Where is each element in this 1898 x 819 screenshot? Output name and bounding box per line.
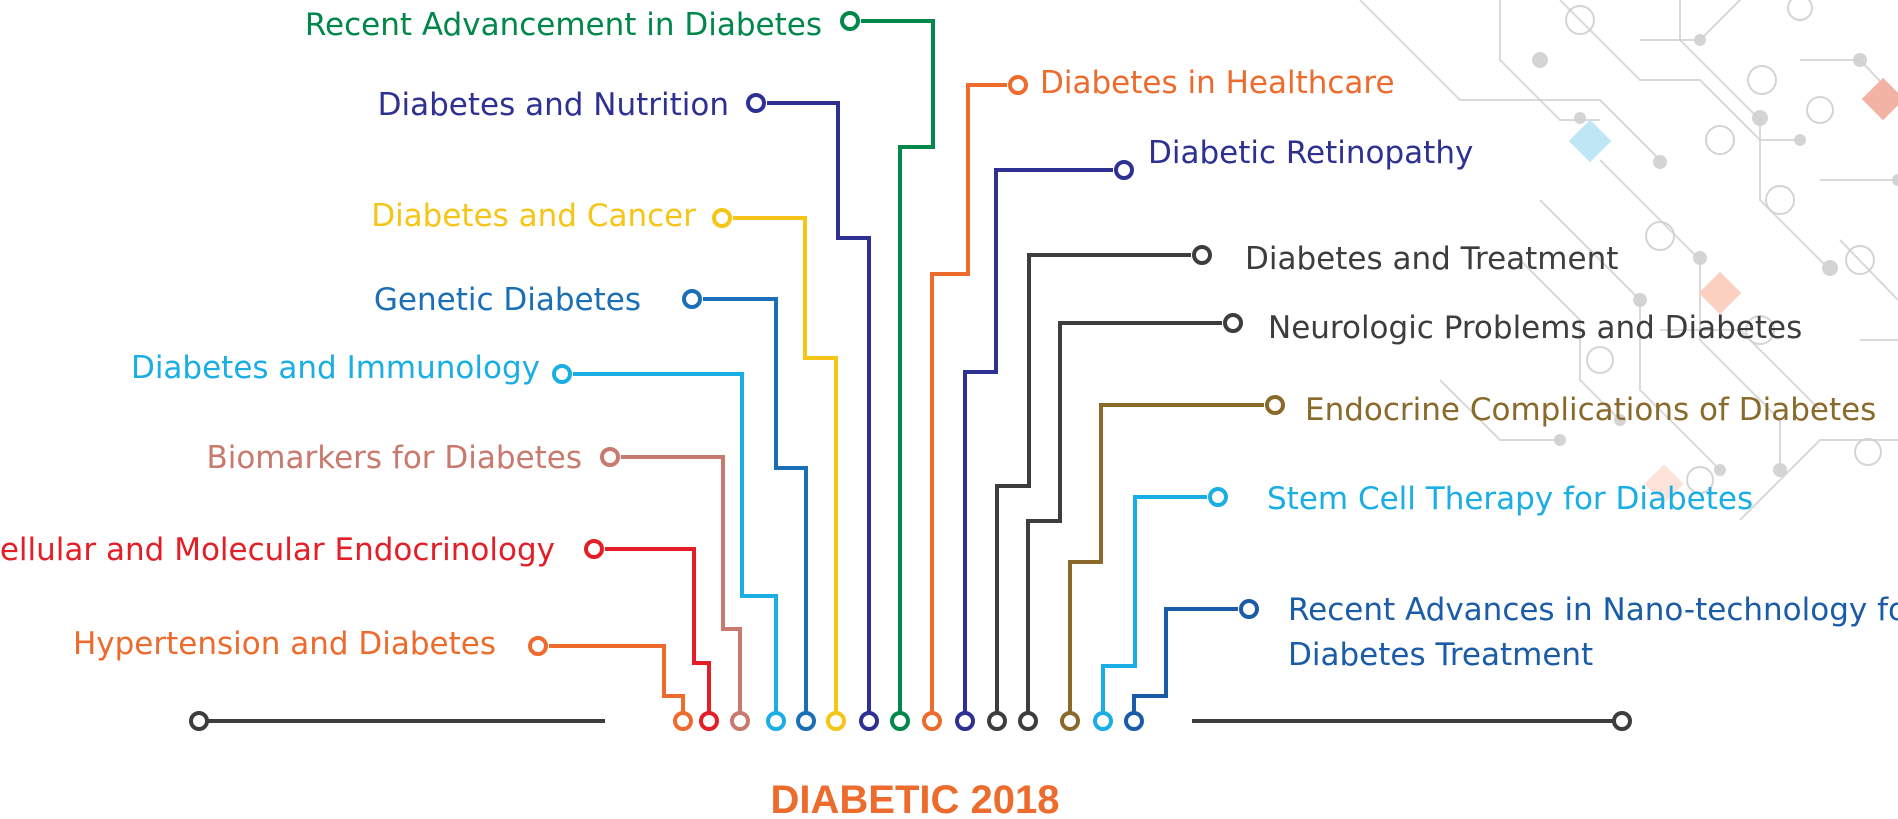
topic-branch-neurologic: Neurologic Problems and Diabetes (1018, 310, 1802, 731)
base-node (1018, 711, 1038, 731)
topic-branch-genetic: Genetic Diabetes (374, 282, 816, 731)
topic-branch-endocrine: Endocrine Complications of Diabetes (1060, 392, 1876, 731)
base-node (922, 711, 942, 731)
end-node (840, 11, 860, 31)
topic-label: Biomarkers for Diabetes (206, 440, 582, 476)
topic-branches: Hypertension and Diabetes Cellular and Mo… (0, 7, 1898, 731)
connector-line (995, 253, 1191, 721)
end-node (1192, 245, 1212, 265)
connector-line (963, 168, 1113, 721)
topic-label: Diabetes in Healthcare (1040, 65, 1395, 101)
base-node (1124, 711, 1144, 731)
connector-line (621, 455, 742, 721)
connector-line (1068, 403, 1264, 721)
topic-branch-hypertension: Hypertension and Diabetes (73, 626, 693, 731)
connector-line (573, 372, 778, 721)
event-title: DIABETIC 2018 (771, 778, 1060, 819)
base-node (699, 711, 719, 731)
topic-label: Recent Advancement in Diabetes (305, 7, 822, 43)
topic-label: Diabetes and Treatment (1245, 241, 1618, 277)
axis-endpoint-right (1612, 711, 1632, 731)
end-node (1265, 395, 1285, 415)
topic-label: Diabetes and Immunology (131, 350, 540, 386)
topic-branch-cancer: Diabetes and Cancer (371, 198, 846, 731)
base-node (796, 711, 816, 731)
base-node (766, 711, 786, 731)
topic-label: Neurologic Problems and Diabetes (1268, 310, 1802, 346)
topic-label: Diabetic Retinopathy (1148, 135, 1473, 171)
topic-label: Diabetes and Nutrition (378, 87, 729, 123)
end-node (584, 539, 604, 559)
connector-line (767, 101, 871, 721)
topic-label: Hypertension and Diabetes (73, 626, 496, 662)
topic-branch-nutrition: Diabetes and Nutrition (378, 87, 879, 731)
topic-branch-retinopathy: Diabetic Retinopathy (955, 135, 1473, 731)
topic-branch-cellular-molecular: Cellular and Molecular Endocrinology (0, 532, 719, 731)
end-node (1223, 313, 1243, 333)
end-node (1008, 75, 1028, 95)
connector-line (733, 216, 838, 721)
topic-label: Endocrine Complications of Diabetes (1305, 392, 1876, 428)
end-node (1114, 160, 1134, 180)
timeline-axis (189, 711, 1632, 731)
base-node (1093, 711, 1113, 731)
end-node (528, 636, 548, 656)
end-node (712, 208, 732, 228)
topic-label: Diabetes and Cancer (371, 198, 696, 234)
end-node (682, 289, 702, 309)
connector-line (930, 83, 1007, 721)
topic-branch-immunology: Diabetes and Immunology (131, 350, 786, 731)
topic-label: Cellular and Molecular Endocrinology (0, 532, 555, 568)
topic-branch-healthcare: Diabetes in Healthcare (922, 65, 1395, 731)
topic-branch-recent-advancement: Recent Advancement in Diabetes (305, 7, 935, 731)
topic-label: Genetic Diabetes (374, 282, 641, 318)
topic-label: Stem Cell Therapy for Diabetes (1267, 481, 1753, 517)
base-node (859, 711, 879, 731)
base-node (890, 711, 910, 731)
base-node (826, 711, 846, 731)
connector-line (605, 547, 711, 721)
base-node (673, 711, 693, 731)
end-node (600, 447, 620, 467)
connector-line (703, 297, 808, 721)
connector-line (861, 19, 935, 721)
topic-branch-biomarkers: Biomarkers for Diabetes (206, 440, 750, 731)
base-node (987, 711, 1007, 731)
connector-line (1101, 495, 1207, 721)
topic-branch-stem-cell: Stem Cell Therapy for Diabetes (1093, 481, 1753, 731)
circuit-background-pattern (1359, 0, 1898, 521)
connector-line (549, 644, 685, 721)
axis-endpoint-left (189, 711, 209, 731)
end-node (1208, 487, 1228, 507)
base-node (730, 711, 750, 731)
base-node (1060, 711, 1080, 731)
base-node (955, 711, 975, 731)
connector-line (1026, 321, 1222, 721)
topic-branch-treatment: Diabetes and Treatment (987, 241, 1618, 731)
end-node (746, 93, 766, 113)
connector-line (1132, 607, 1238, 721)
end-node (1239, 599, 1259, 619)
end-node (552, 364, 572, 384)
